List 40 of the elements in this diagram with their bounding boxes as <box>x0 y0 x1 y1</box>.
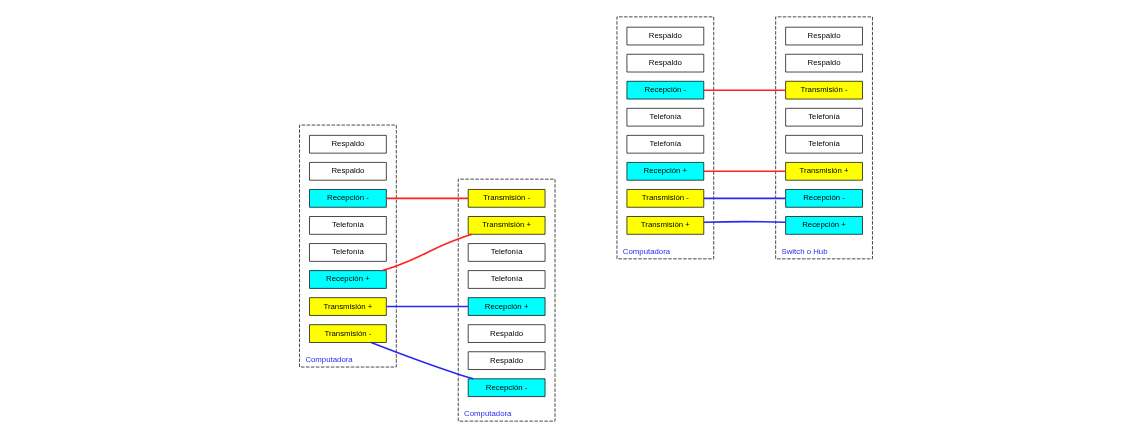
node-box: Recepción + <box>309 270 387 289</box>
connector <box>703 220 787 223</box>
node-box: Respaldo <box>309 162 387 181</box>
node-box: Telefonía <box>309 216 387 235</box>
node-box: Respaldo <box>626 26 705 46</box>
node-box: Respaldo <box>785 26 863 46</box>
node-box: Telefonía <box>626 107 705 127</box>
node-box: Recepción - <box>309 189 387 208</box>
node-box: Respaldo <box>309 135 387 154</box>
node-box: Respaldo <box>626 53 705 73</box>
connector <box>703 170 787 173</box>
node-box: Transmisión - <box>309 324 387 343</box>
connector <box>703 197 787 200</box>
node-box: Recepción + <box>467 297 546 316</box>
node-box: Telefonía <box>467 270 546 289</box>
node-box: Recepción - <box>785 189 863 208</box>
node-box: Telefonía <box>785 135 863 154</box>
node-box: Telefonía <box>785 107 863 127</box>
connector <box>385 197 469 200</box>
connector <box>381 233 473 272</box>
node-box: Respaldo <box>467 324 546 343</box>
node-box: Transmisión + <box>785 162 863 181</box>
node-box: Transmisión - <box>626 189 705 208</box>
node-box: Transmisión - <box>467 189 546 208</box>
node-box: Recepción + <box>785 216 863 235</box>
connector <box>703 89 787 91</box>
node-box: Recepción + <box>626 162 705 181</box>
node-box: Telefonía <box>626 135 705 154</box>
connector <box>370 341 475 380</box>
node-box: Transmisión + <box>467 216 546 235</box>
node-box: Telefonía <box>467 243 546 262</box>
connector <box>385 305 469 308</box>
node-box: Transmisión + <box>309 297 387 316</box>
node-box: Transmisión + <box>626 216 705 235</box>
node-box: Recepción - <box>467 378 546 397</box>
node-box: Respaldo <box>785 53 863 73</box>
node-box: Telefonía <box>309 243 387 262</box>
node-box: Transmisión - <box>785 80 863 100</box>
node-box: Respaldo <box>467 351 546 370</box>
node-box: Recepción - <box>626 80 705 100</box>
